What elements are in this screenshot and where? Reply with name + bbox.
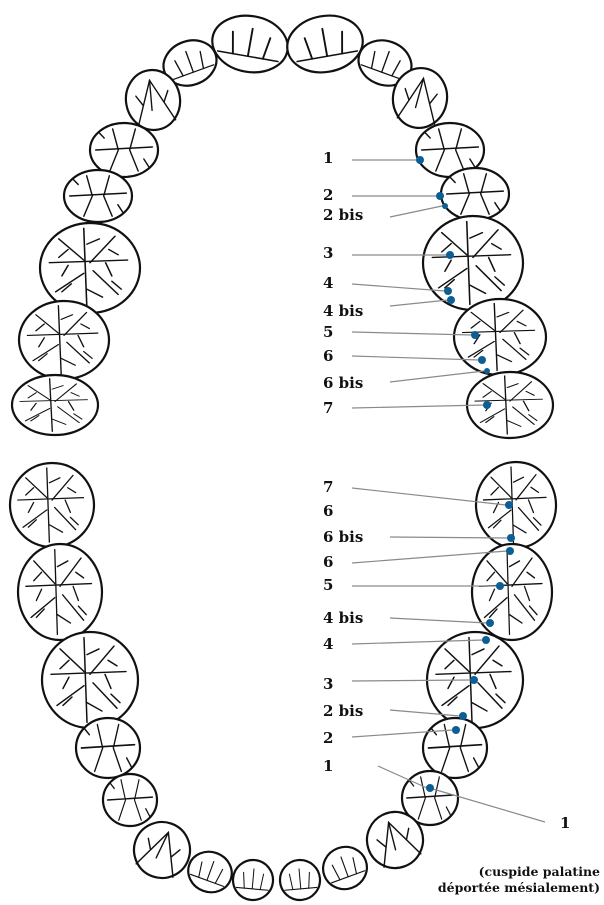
- upper-label-1: 1: [323, 149, 333, 167]
- lower-label-4: 4: [323, 635, 333, 653]
- upper-left-third-molar: [10, 373, 100, 437]
- lower-leader-7: [351, 487, 507, 506]
- upper-left-first-premolar: [88, 121, 160, 179]
- lower-contact-point-3: [470, 676, 478, 684]
- lower-contact-point-4: [482, 636, 490, 644]
- lower-label-6-bis: 6 bis: [323, 528, 363, 546]
- lower-left-lateral-incisor: [187, 850, 233, 894]
- upper-leader-6: [351, 355, 480, 361]
- lower-leader-1: [377, 765, 428, 789]
- lower-contact-point-2: [452, 726, 460, 734]
- lower-contact-point-6-b: [506, 547, 514, 555]
- lower-leader-6-b: [351, 550, 508, 564]
- upper-leader-7: [351, 404, 485, 409]
- lower-contact-point-6-bis: [507, 534, 515, 542]
- lower-left-central-incisor: [231, 858, 275, 902]
- upper-left-second-molar: [17, 299, 111, 381]
- upper-label-5: 5: [323, 323, 333, 341]
- upper-label-6: 6: [323, 347, 333, 365]
- lower-leader-3: [351, 679, 472, 682]
- upper-contact-point-6: [478, 356, 486, 364]
- upper-contact-point-5: [471, 331, 479, 339]
- lower-label-6: 6: [323, 502, 333, 520]
- side-leader-1: [432, 788, 546, 823]
- upper-right-second-molar: [452, 297, 548, 377]
- upper-right-canine: [391, 67, 449, 129]
- lower-right-central-incisor: [278, 858, 322, 902]
- lower-label-3: 3: [323, 675, 333, 693]
- lower-contact-point-1: [426, 784, 434, 792]
- note-line-1: (cuspide palatine: [479, 864, 600, 879]
- lower-contact-point-7: [505, 501, 513, 509]
- upper-right-first-molar: [421, 214, 525, 312]
- upper-left-second-premolar: [62, 168, 134, 224]
- upper-label-6-bis: 6 bis: [323, 374, 363, 392]
- upper-label-4-bis: 4 bis: [323, 302, 363, 320]
- upper-leader-4-bis: [389, 299, 449, 307]
- lower-leader-6-bis: [389, 536, 509, 539]
- lower-left-second-molar: [16, 542, 104, 642]
- upper-contact-point-4-bis: [447, 296, 455, 304]
- upper-right-second-premolar: [439, 166, 511, 222]
- lower-label-5: 5: [323, 576, 333, 594]
- upper-contact-point-1: [416, 156, 424, 164]
- lower-label-7: 7: [323, 478, 333, 496]
- lower-contact-point-5: [496, 582, 504, 590]
- note-line-2: déportée mésialement): [438, 880, 600, 895]
- upper-leader-2-bis: [389, 205, 443, 218]
- lower-left-first-molar: [40, 630, 140, 730]
- lower-right-lateral-incisor: [322, 845, 368, 891]
- upper-label-7: 7: [323, 399, 333, 417]
- upper-label-3: 3: [323, 244, 333, 262]
- upper-label-2-bis: 2 bis: [323, 206, 363, 224]
- upper-contact-point-2-bis: [442, 203, 448, 209]
- lower-label-2: 2: [323, 729, 333, 747]
- upper-leader-6-bis: [389, 370, 485, 383]
- upper-contact-point-2: [436, 192, 444, 200]
- lower-left-canine: [132, 820, 192, 880]
- lower-leader-2-bis: [389, 709, 461, 717]
- upper-left-first-molar: [38, 221, 142, 315]
- upper-left-central-incisor: [211, 14, 289, 74]
- upper-label-4: 4: [323, 274, 333, 292]
- lower-label-6-b: 6: [323, 553, 333, 571]
- side-label-1: 1: [560, 814, 570, 832]
- upper-leader-5: [351, 331, 473, 336]
- lower-right-third-molar: [474, 460, 558, 550]
- lower-leader-2: [351, 729, 454, 738]
- lower-label-1: 1: [323, 757, 333, 775]
- upper-contact-point-4: [444, 287, 452, 295]
- lower-left-second-premolar: [74, 716, 142, 780]
- lower-leader-4: [351, 639, 484, 645]
- lower-right-second-molar: [470, 542, 554, 642]
- upper-right-third-molar: [465, 370, 555, 440]
- lower-contact-point-4-bis: [486, 619, 494, 627]
- upper-right-first-premolar: [414, 121, 486, 179]
- lower-label-4-bis: 4 bis: [323, 609, 363, 627]
- lower-left-first-premolar: [101, 772, 159, 828]
- upper-right-central-incisor: [286, 14, 364, 74]
- lower-right-canine: [365, 810, 425, 870]
- upper-contact-point-7: [483, 401, 491, 409]
- upper-label-2: 2: [323, 186, 333, 204]
- lower-leader-4-bis: [389, 617, 488, 624]
- upper-left-lateral-incisor: [162, 39, 218, 87]
- lower-label-2-bis: 2 bis: [323, 702, 363, 720]
- upper-contact-point-6-bis: [484, 368, 490, 374]
- lower-left-third-molar: [8, 461, 96, 549]
- upper-contact-point-3: [446, 251, 454, 259]
- upper-leader-4: [351, 283, 446, 292]
- lower-contact-point-2-bis: [459, 712, 467, 720]
